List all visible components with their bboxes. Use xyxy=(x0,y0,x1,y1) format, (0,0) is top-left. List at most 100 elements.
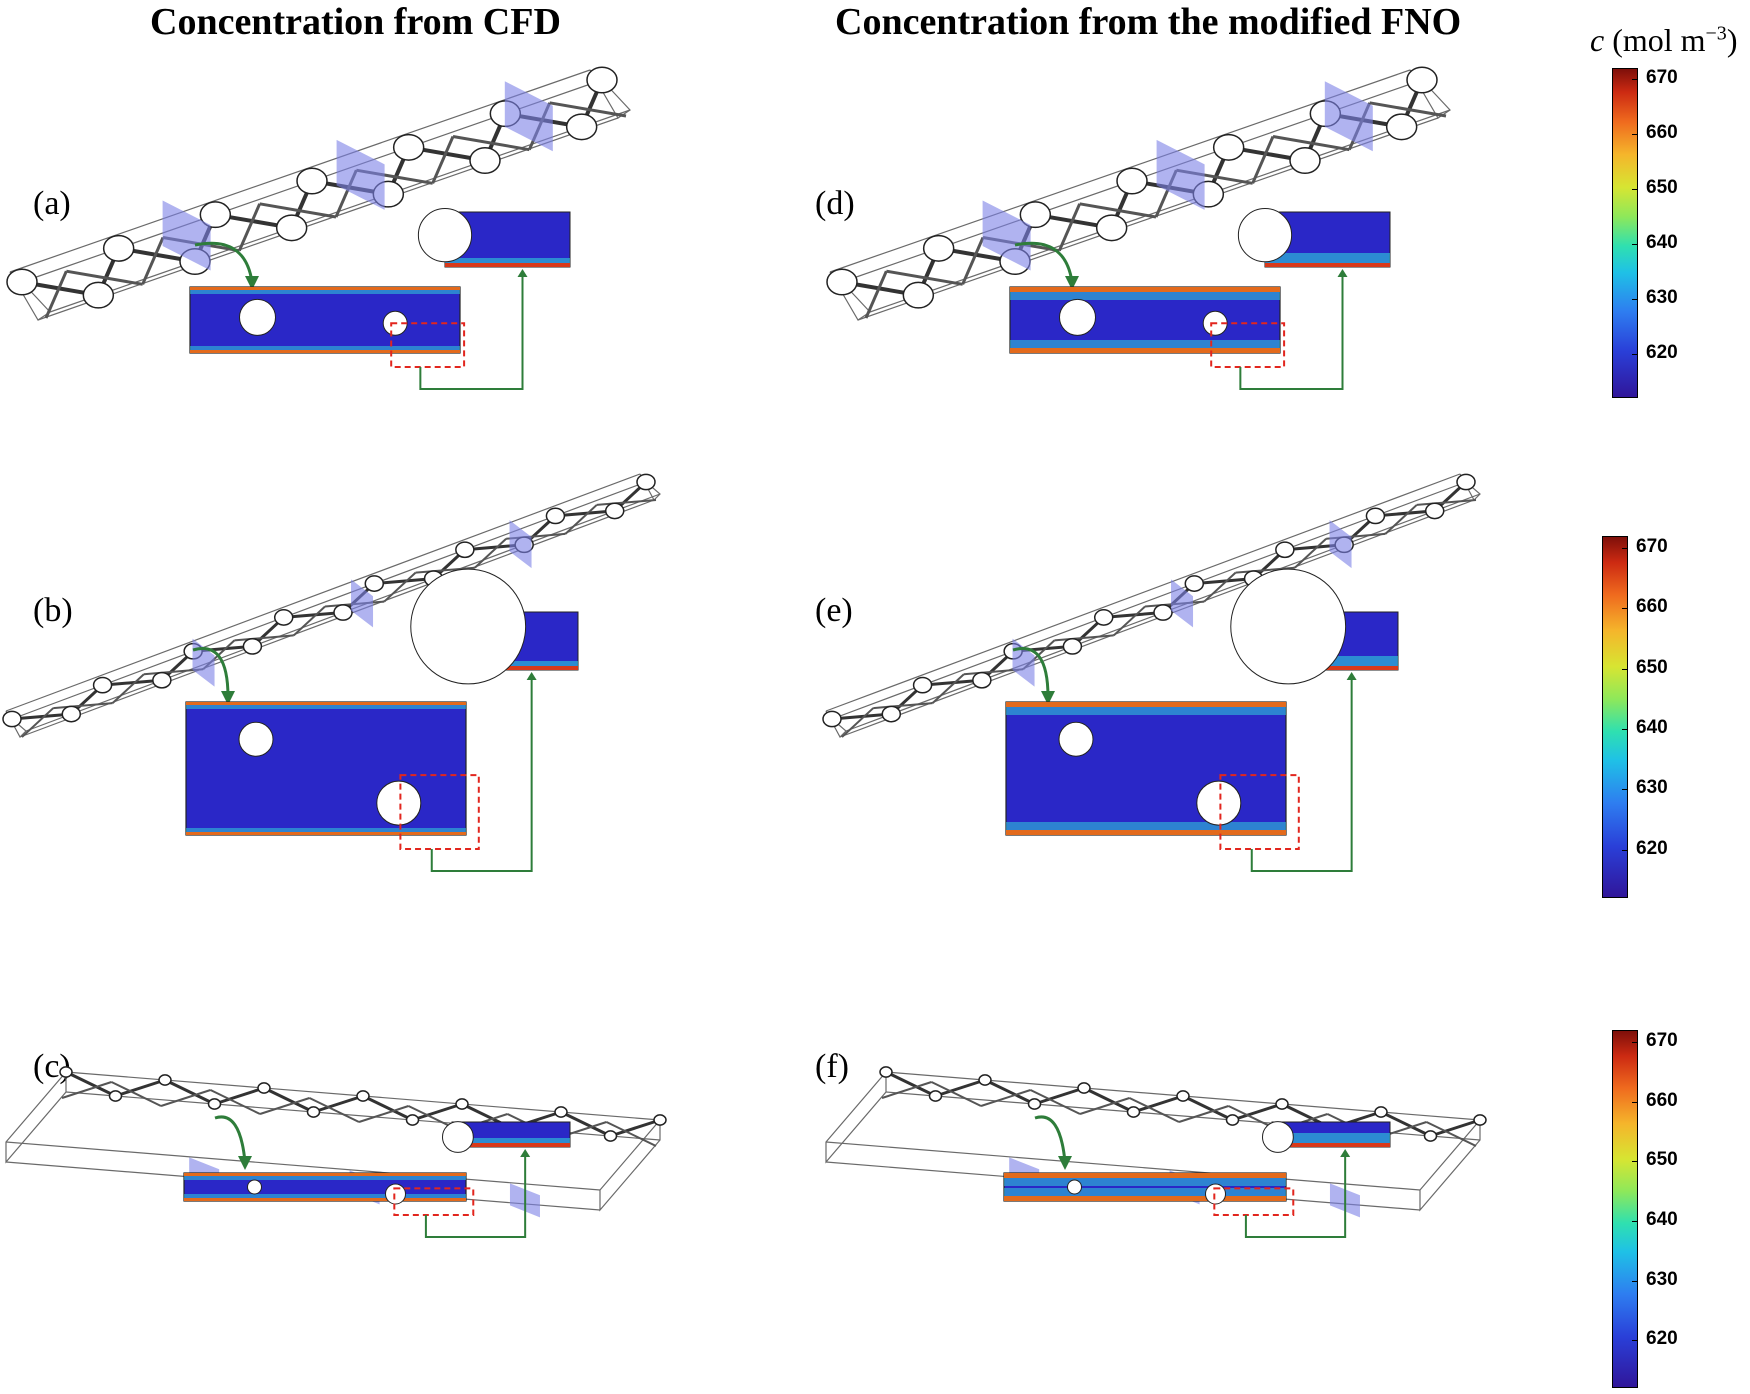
lattice-end-cap xyxy=(599,1118,661,1212)
lattice-node xyxy=(356,1090,370,1102)
lattice-node xyxy=(586,66,618,94)
zoom-connector-head xyxy=(1346,672,1357,680)
lattice-frame-edge xyxy=(9,69,591,273)
slice-wall-top xyxy=(184,1173,466,1176)
lattice-strut xyxy=(606,1121,657,1147)
zoom-inset-hole xyxy=(417,207,473,263)
lattice-strut xyxy=(1294,538,1327,569)
colorbar-tick-label: 620 xyxy=(1646,342,1678,363)
slice-wall-bottom xyxy=(1006,830,1286,835)
lattice-node xyxy=(61,705,82,723)
lattice-node xyxy=(1289,147,1321,174)
lattice-node xyxy=(306,1106,321,1118)
colorbar-tick-mark xyxy=(1622,608,1628,610)
lattice-node xyxy=(364,575,385,592)
slice-hole xyxy=(239,298,276,336)
right-column-title: Concentration from the modified FNO xyxy=(835,1,1462,43)
colorbar-tick-label: 670 xyxy=(1646,1029,1678,1051)
lattice-strut xyxy=(555,509,615,518)
lattice-node xyxy=(636,473,656,491)
lattice-node xyxy=(1019,201,1052,229)
zoom-inset-boundary-layer xyxy=(1265,253,1390,263)
zoom-inset-wall xyxy=(1265,263,1390,267)
colorbar-tick-label: 620 xyxy=(1646,1328,1678,1350)
lattice-strut xyxy=(1369,101,1447,118)
panel-d-figure xyxy=(826,66,1451,390)
lattice-node xyxy=(102,234,135,262)
lattice-strut xyxy=(61,1081,112,1099)
zoom-inset-boundary-layer xyxy=(1276,656,1398,666)
colorbar-tick-mark xyxy=(1622,548,1628,550)
lattice-node xyxy=(1126,1106,1141,1118)
lattice-node xyxy=(1225,1114,1240,1126)
lattice-strut xyxy=(234,634,294,642)
zoom-inset-hole xyxy=(1237,207,1293,263)
colorbar-tick-label: 660 xyxy=(1646,122,1678,143)
lattice-node xyxy=(296,167,328,195)
zoom-inset-wall xyxy=(445,263,570,267)
lattice-strut xyxy=(984,1078,1036,1106)
lattice-node xyxy=(82,281,115,309)
zoom-connector xyxy=(1250,678,1353,872)
zoom-inset-boundary-layer xyxy=(456,661,578,666)
lattice-node xyxy=(604,502,625,520)
panel-a-figure xyxy=(6,66,631,390)
lattice-node xyxy=(6,268,38,296)
lattice-strut xyxy=(309,1097,360,1123)
lattice-end-cap xyxy=(1419,1118,1481,1212)
section-arrow-head xyxy=(221,691,235,705)
slice-boundary-layer-top xyxy=(186,705,466,709)
lattice-strut xyxy=(259,202,337,219)
concentration-slice xyxy=(1005,701,1287,836)
lattice-node xyxy=(554,1106,568,1118)
zoom-connector-head xyxy=(1340,1149,1351,1157)
slice-boundary-layer-top xyxy=(1004,1178,1286,1186)
lattice-strut xyxy=(412,1102,463,1122)
zoom-connector xyxy=(1244,1155,1347,1238)
lattice-strut xyxy=(102,678,162,687)
colorbar-title: c (mol m−3) xyxy=(1590,22,1738,58)
lattice-frame-edge xyxy=(825,1141,1421,1191)
colorbar-tick-label: 630 xyxy=(1636,777,1668,799)
lattice-strut xyxy=(1416,499,1477,506)
lattice-strut xyxy=(931,1081,982,1107)
zoom-connector-head xyxy=(517,269,528,277)
lattice-strut xyxy=(1235,566,1295,574)
lattice-end-cap xyxy=(5,1070,67,1164)
colorbar-tick-label: 630 xyxy=(1646,1268,1678,1290)
lattice-strut xyxy=(53,702,113,710)
lattice-strut xyxy=(1203,571,1237,603)
section-plane xyxy=(504,81,553,152)
lattice-strut xyxy=(1194,577,1254,586)
slice-boundary-layer-bottom xyxy=(184,1194,466,1198)
lattice-strut xyxy=(452,135,530,152)
slice-hole xyxy=(1059,298,1096,336)
lattice-node xyxy=(1093,609,1114,626)
panel-f-figure xyxy=(825,1066,1487,1238)
zoom-region-box xyxy=(1219,774,1300,850)
slice-hole xyxy=(376,780,422,826)
zoom-inset-boundary-layer xyxy=(452,1138,570,1143)
lattice-strut xyxy=(1232,1102,1283,1122)
colorbar-tick-label: 670 xyxy=(1646,67,1678,88)
panel-b-figure xyxy=(2,473,661,872)
lattice-node xyxy=(273,609,294,626)
lattice-strut xyxy=(66,269,143,286)
lattice-node xyxy=(881,705,902,723)
zoom-connector-head xyxy=(526,672,537,680)
lattice-strut xyxy=(44,270,68,319)
lattice-strut xyxy=(11,712,72,721)
lattice-node xyxy=(275,214,308,242)
zoom-inset-wall xyxy=(456,666,578,670)
lattice-frame-edge xyxy=(5,473,641,712)
lattice-frame-edge xyxy=(857,117,1439,321)
lattice-frame-edge xyxy=(11,481,647,720)
lattice-node xyxy=(902,281,935,309)
lattice-strut xyxy=(21,707,54,738)
lattice-end-cap xyxy=(825,1070,887,1164)
lattice-node xyxy=(565,113,598,141)
lattice-node xyxy=(1184,575,1205,592)
section-arrow-head xyxy=(1065,276,1079,290)
colorbar-tick-label: 640 xyxy=(1636,717,1668,739)
lattice-node xyxy=(1456,473,1476,491)
